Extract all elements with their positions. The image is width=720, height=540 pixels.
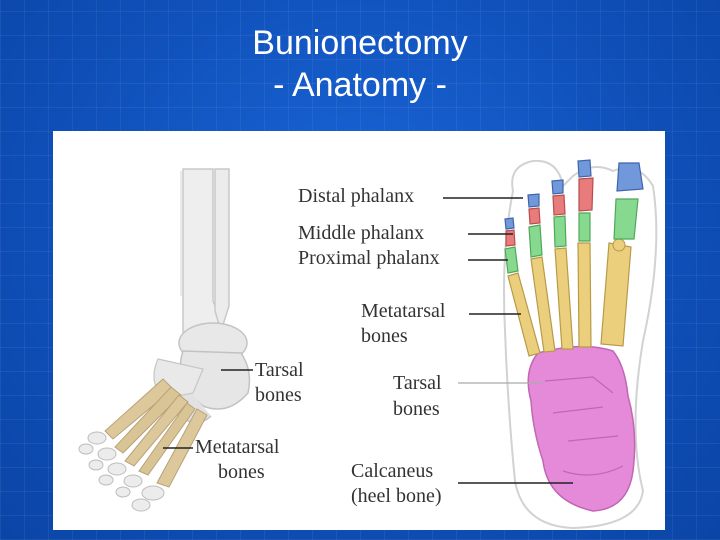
label-tarsal-bones-top-1: Tarsal — [393, 372, 442, 394]
side-view-foot — [78, 168, 253, 512]
label-tarsal-bones-top-2: bones — [393, 398, 440, 420]
slide-title: Bunionectomy - Anatomy - — [0, 22, 720, 106]
label-middle-phalanx: Middle phalanx — [298, 222, 425, 244]
label-metatarsal-bones-side-2: bones — [218, 461, 265, 483]
label-calcaneus-2: (heel bone) — [351, 485, 442, 507]
label-calcaneus-1: Calcaneus — [351, 460, 434, 482]
label-proximal-phalanx: Proximal phalanx — [298, 247, 440, 269]
slide-title-line-2: - Anatomy - — [273, 66, 447, 104]
label-distal-phalanx: Distal phalanx — [298, 185, 415, 207]
label-metatarsal-bones-top-2: bones — [361, 325, 408, 347]
label-metatarsal-bones-top-1: Metatarsal — [361, 300, 446, 322]
label-metatarsal-bones-side-1: Metatarsal — [195, 436, 280, 458]
top-view-foot — [443, 159, 658, 530]
slide-title-line-1: Bunionectomy — [252, 24, 468, 62]
label-tarsal-bones-side-1: Tarsal — [255, 359, 304, 381]
label-tarsal-bones-side-2: bones — [255, 384, 302, 406]
foot-anatomy-illustration — [78, 159, 658, 530]
foot-anatomy-figure: Distal phalanx Middle phalanx Proximal p… — [53, 131, 665, 530]
